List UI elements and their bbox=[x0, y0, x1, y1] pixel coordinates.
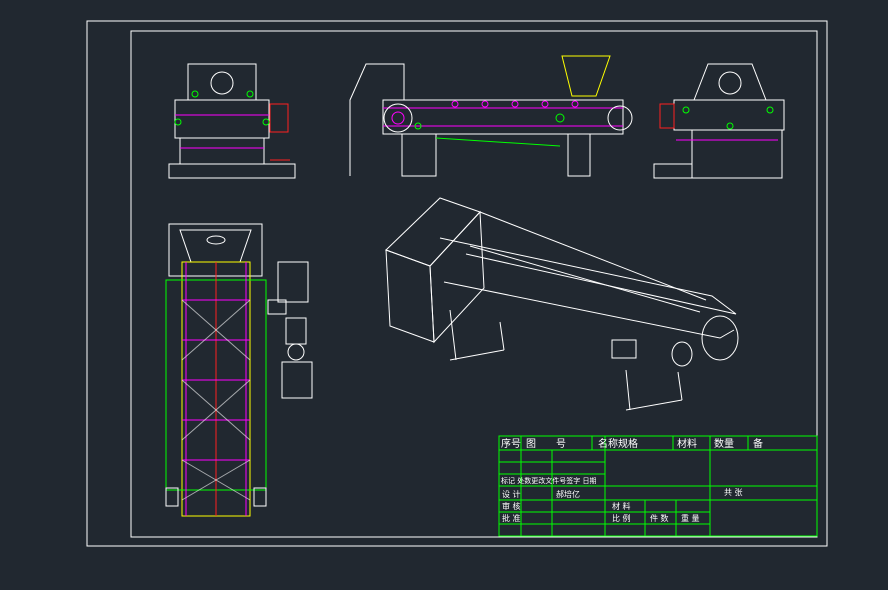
material-label: 材 料 bbox=[612, 501, 631, 511]
design-label: 设 计 bbox=[502, 489, 521, 499]
review-label: 审 核 bbox=[502, 501, 521, 511]
hdr-drawing: 图 号 bbox=[526, 438, 566, 450]
pieces-label: 件 数 bbox=[650, 513, 669, 523]
sheet-frame bbox=[86, 20, 828, 547]
side-view bbox=[349, 55, 633, 177]
scale-label: 比 例 bbox=[612, 513, 631, 523]
hdr-seq: 序号 bbox=[501, 437, 521, 450]
title-block-text: 序号 图 号 名称规格 材料 数量 备 标记 处数更改文件号签字 日期 设 计 … bbox=[501, 437, 763, 523]
plan-view bbox=[165, 223, 313, 517]
hdr-remark: 备 bbox=[753, 437, 763, 450]
approve-label: 批 准 bbox=[502, 513, 521, 523]
hdr-name: 名称规格 bbox=[598, 437, 638, 450]
hdr-qty: 数量 bbox=[714, 437, 734, 450]
front-view-left bbox=[168, 63, 296, 179]
revision-row: 标记 处数更改文件号签字 日期 bbox=[501, 476, 596, 485]
isometric-view bbox=[385, 197, 739, 411]
end-view-right bbox=[653, 63, 785, 179]
sheet-info: 共 张 bbox=[724, 488, 743, 497]
hdr-material: 材料 bbox=[677, 437, 697, 450]
title-block bbox=[498, 435, 818, 537]
weight-label: 重 量 bbox=[681, 513, 700, 523]
design-name: 郝培亿 bbox=[556, 489, 580, 499]
